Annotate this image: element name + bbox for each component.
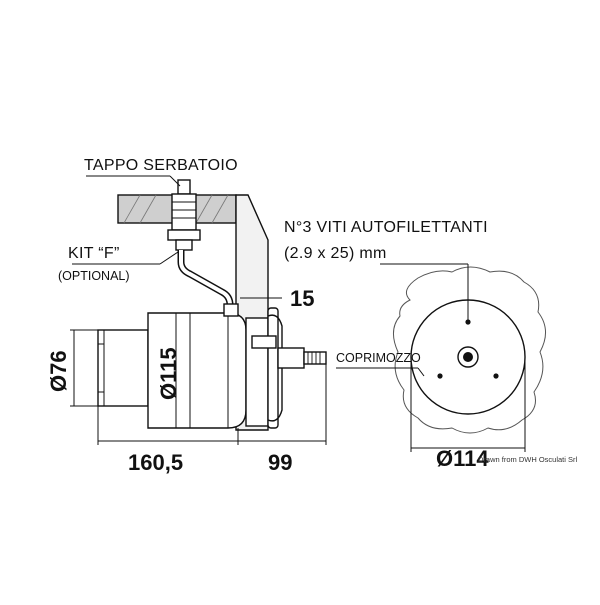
- screw-hole: [437, 373, 443, 379]
- dim-front-diameter: Ø114: [436, 446, 489, 471]
- dim-small-diameter: Ø76: [46, 350, 71, 392]
- credit-text: Drawn from DWH Osculati Srl: [478, 455, 578, 464]
- screw-hole: [465, 319, 471, 325]
- label-optional: (OPTIONAL): [58, 269, 130, 283]
- reservoir-cap-fitting: [167, 179, 201, 251]
- dim-shaft-length: 99: [268, 450, 292, 475]
- dim-body-diameter: Ø115: [156, 347, 181, 400]
- screw-hole: [493, 373, 499, 379]
- shaft-assembly: [245, 307, 327, 429]
- label-reservoir-cap: TAPPO SERBATOIO: [84, 157, 238, 174]
- label-screws-line1: N°3 VITI AUTOFILETTANTI: [284, 219, 488, 236]
- pump-rear-cap: [97, 329, 149, 407]
- panel-outline-front: [393, 266, 546, 434]
- label-hub-cover: COPRIMOZZO: [336, 351, 421, 365]
- label-kit: KIT “F”: [68, 245, 120, 262]
- dim-panel-gap: 15: [290, 286, 314, 311]
- dim-body-length: 160,5: [128, 450, 183, 475]
- label-screws-line2: (2.9 x 25) mm: [284, 245, 387, 262]
